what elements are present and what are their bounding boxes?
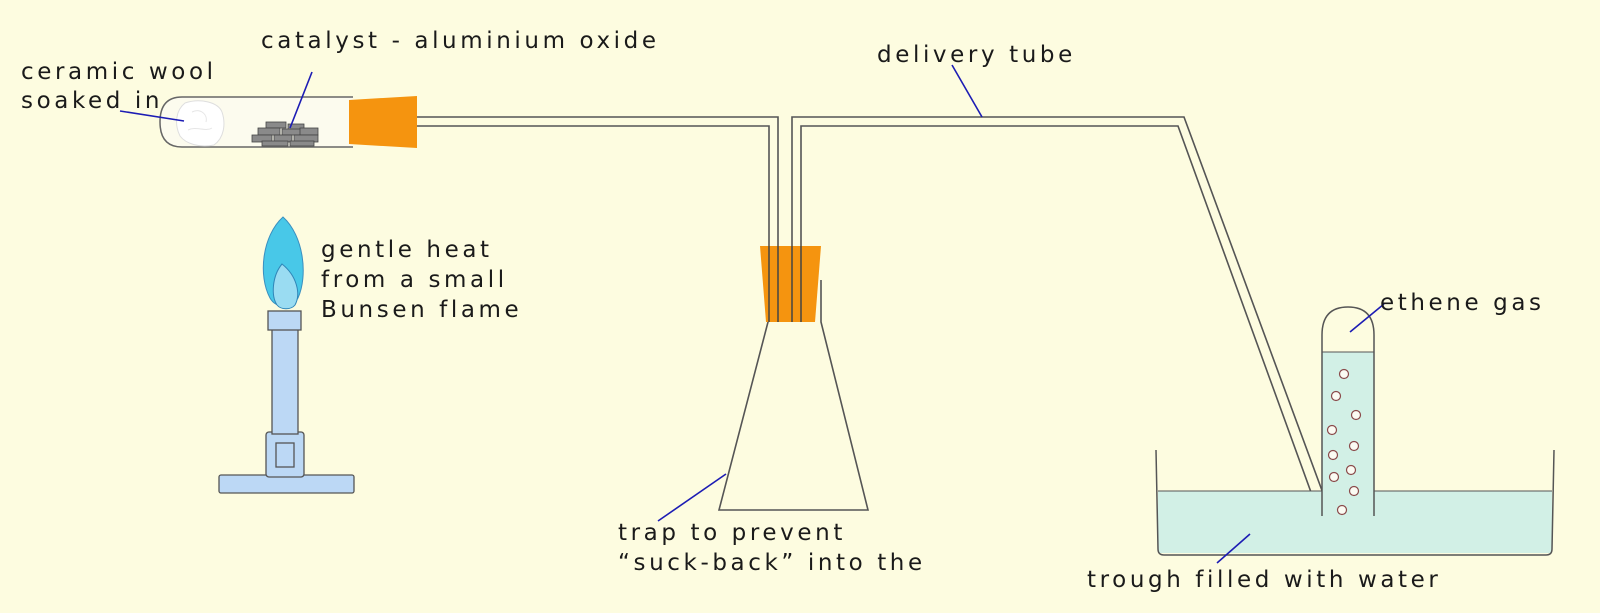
gas-collecting-tube [1321, 306, 1375, 516]
ceramic-wool-label-line1: ceramic wool [21, 59, 217, 85]
trap-label-line2: “suck-back” into the [618, 550, 926, 576]
ethene-gas-pointer [1349, 303, 1385, 333]
delivery-tube-pointer [951, 64, 983, 118]
bunsen-flame [262, 216, 304, 310]
catalyst-pieces [251, 121, 319, 147]
ceramic-wool-label-line2: soaked in [21, 88, 164, 114]
delivery-tube [417, 116, 1352, 543]
ceramic-wool [176, 100, 225, 147]
bunsen-burner [218, 310, 355, 494]
tube-stopper [349, 96, 417, 148]
ceramic-wool-pointer [119, 110, 185, 122]
trap-pointer [657, 473, 727, 522]
trough-pointer [1216, 533, 1251, 564]
trap-label-line1: trap to prevent [618, 520, 846, 546]
gentle-heat-label-line3: Bunsen flame [321, 297, 523, 323]
gas-bubbles [1326, 368, 1362, 516]
trough-label: trough filled with water [1087, 567, 1442, 593]
catalyst-pointer [289, 71, 313, 129]
catalyst-label: catalyst - aluminium oxide [261, 28, 660, 54]
gentle-heat-label-line2: from a small [321, 267, 508, 293]
conical-flask [717, 246, 870, 511]
gentle-heat-label-line1: gentle heat [321, 237, 493, 263]
pointer-lines [119, 64, 1385, 564]
delivery-tube-label: delivery tube [877, 42, 1076, 68]
ethene-gas-label: ethene gas [1380, 290, 1545, 316]
